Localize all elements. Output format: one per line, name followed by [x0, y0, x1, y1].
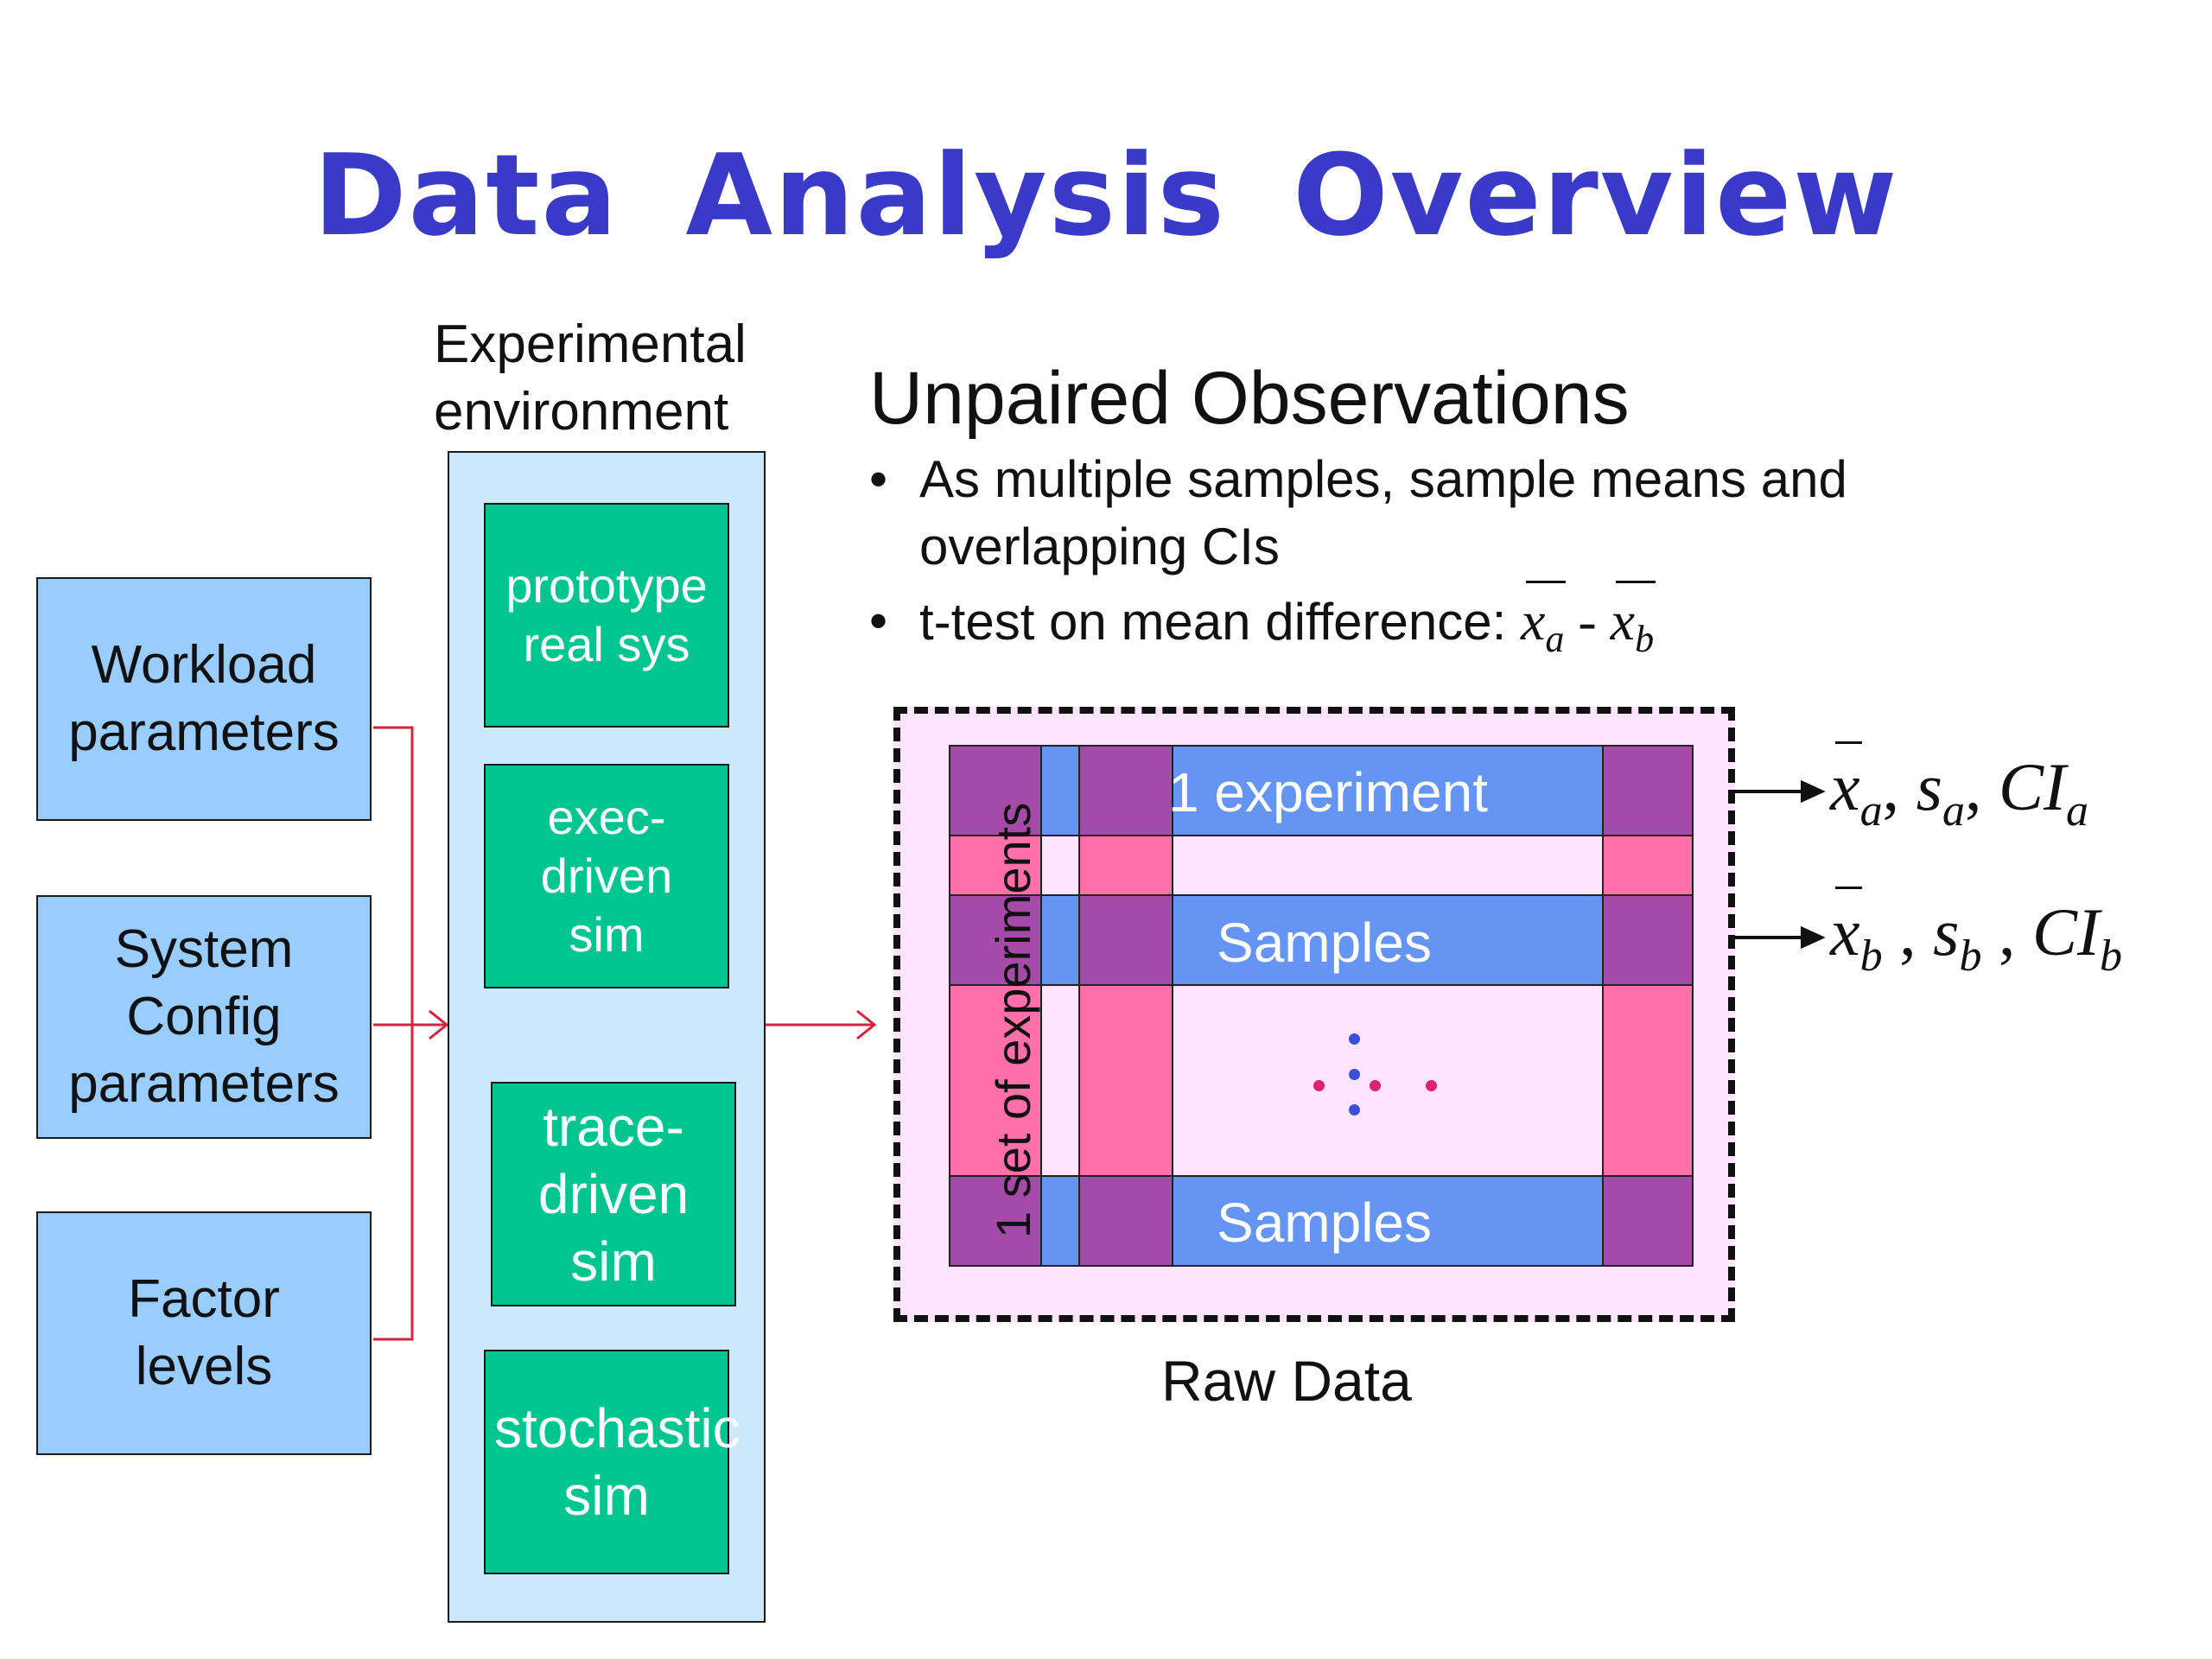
stat-sub-b: b: [2099, 931, 2122, 981]
minus-sign: -: [1564, 590, 1611, 652]
trace-driven-sim-label: trace- driven sim: [537, 1096, 690, 1293]
xbar-a-symbol: x: [1520, 590, 1546, 652]
band-intersection: [1602, 1175, 1694, 1267]
arrow-to-env-head: [429, 1009, 449, 1040]
separator: ,: [1981, 894, 2032, 969]
band-intersection: [949, 894, 1042, 986]
stat-sub-a: a: [1942, 786, 1965, 836]
stats-a: xa, sa, CIa: [1830, 741, 2088, 836]
environment-label-line1: Experimental: [434, 315, 747, 374]
samples-label-bottom: Samples: [1217, 1192, 1432, 1254]
stat-sub-a: a: [2065, 786, 2088, 836]
xbar-b-symbol: x: [1610, 590, 1636, 652]
bullet-t-test-text: t-test on mean difference:: [919, 593, 1507, 651]
stat-sub-a: a: [1859, 786, 1883, 836]
stat-sub-b: b: [1959, 931, 1982, 981]
set-of-experiments-label: 1 set of experiments: [986, 802, 1040, 1238]
factor-levels-label: Factor levels: [128, 1269, 280, 1396]
ellipsis-dot: [1349, 1104, 1360, 1116]
separator: ,: [1882, 749, 1916, 824]
bullet-multiple-samples: • As multiple samples, sample means and …: [869, 446, 1847, 581]
s-a: s: [1916, 749, 1942, 824]
bullet-dot: •: [869, 592, 888, 650]
ci-b: CI: [2031, 894, 2100, 969]
band-intersection: [1078, 745, 1173, 836]
one-experiment-label: 1 experiment: [1168, 761, 1488, 823]
mean-difference-formula: xa - xb: [1520, 581, 1656, 660]
prototype-real-sys-label: prototype real sys: [505, 558, 708, 671]
xbar-a: x: [1830, 749, 1860, 824]
workload-parameters-label: Workload parameters: [68, 635, 340, 762]
experiment-row-band: [949, 745, 1692, 836]
system-config-parameters-box: System Config parameters: [36, 895, 372, 1139]
workload-parameters-box: Workload parameters: [36, 577, 372, 821]
ellipsis-dot: [1349, 1033, 1360, 1045]
samples-label: Samples: [1217, 912, 1432, 974]
s-b: s: [1933, 894, 1960, 969]
exec-driven-sim-box: exec- driven sim: [484, 764, 729, 988]
arrow-to-raw-data-head: [856, 1009, 877, 1040]
ellipsis-dot: [1349, 1069, 1360, 1080]
band-intersection: [949, 1175, 1042, 1267]
bracket-line: [373, 726, 414, 1341]
separator: ,: [1964, 749, 1999, 824]
band-intersection: [1078, 894, 1173, 986]
ellipsis-dot: [1370, 1080, 1381, 1091]
arrow-to-stats-b-head: [1801, 925, 1826, 950]
bullet-t-test: • t-test on mean difference: xa - xb: [869, 581, 1656, 673]
sub-b: b: [1635, 618, 1655, 660]
band-intersection: [1602, 745, 1694, 836]
ellipsis-dot: [1426, 1080, 1437, 1091]
factor-levels-box: Factor levels: [36, 1211, 372, 1455]
exec-driven-sim-label: exec- driven sim: [540, 790, 673, 962]
arrow-to-stats-a-head: [1801, 779, 1826, 804]
ci-a: CI: [1998, 749, 2066, 824]
band-intersection: [1078, 1175, 1173, 1267]
samples-row-band: [949, 894, 1692, 986]
raw-data-label: Raw Data: [1161, 1349, 1412, 1413]
stochastic-sim-label: stochastic sim: [494, 1397, 741, 1527]
observations-title: Unpaired Observations: [869, 357, 1630, 440]
stats-b: xb , sb , CIb: [1830, 887, 2122, 982]
trace-driven-sim-box: trace- driven sim: [491, 1082, 736, 1306]
xbar-b: x: [1830, 894, 1860, 969]
band-intersection: [949, 745, 1042, 836]
samples-row-band-bottom: [949, 1175, 1692, 1267]
page-title: Data Analysis Overview: [313, 130, 1899, 261]
bullet-dot: •: [869, 450, 888, 508]
sub-a: a: [1545, 618, 1565, 660]
band-intersection: [1602, 894, 1694, 986]
bullet-multiple-samples-line2: overlapping CIs: [919, 518, 1280, 575]
environment-label-line2: environment: [434, 382, 729, 442]
stochastic-sim-box: stochastic sim: [484, 1350, 741, 1574]
bullet-multiple-samples-line1: As multiple samples, sample means and: [919, 450, 1847, 508]
stat-sub-b: b: [1859, 931, 1883, 981]
prototype-real-sys-box: prototype real sys: [484, 503, 729, 728]
environment-label: Experimental environment: [434, 311, 747, 446]
separator: ,: [1882, 894, 1934, 969]
ellipsis-dot: [1313, 1080, 1325, 1091]
system-config-parameters-label: System Config parameters: [68, 919, 340, 1114]
